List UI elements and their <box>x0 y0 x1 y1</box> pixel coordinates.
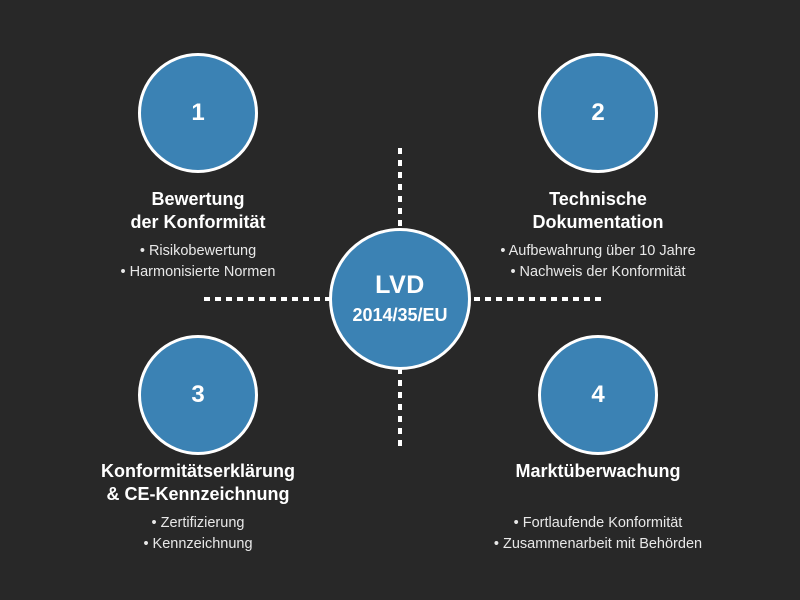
node-title-1: Bewertung der Konformität <box>130 189 266 232</box>
node-bullet-item: • Nachweis der Konformität <box>510 263 686 280</box>
node-number-2: 2 <box>591 99 605 126</box>
node-bullet-item: • Kennzeichnung <box>143 535 253 552</box>
node-circle-2[interactable]: 2 <box>538 53 658 173</box>
node-bullet-item: • Risikobewertung <box>139 242 257 259</box>
node-title-2: Technische Dokumentation <box>532 189 664 232</box>
node-bullet-item: • Zusammenarbeit mit Behörden <box>493 535 703 552</box>
node-bullet-item: • Zertifizierung <box>151 514 245 531</box>
node-bullets-3: • Zertifizierung • Kennzeichnung <box>48 513 348 555</box>
center-hub-title: LVD <box>375 270 425 299</box>
node-circle-4[interactable]: 4 <box>538 335 658 455</box>
connector-dashed-bottom <box>398 368 402 450</box>
node-bullet-item: • Harmonisierte Normen <box>120 263 276 280</box>
node-bullet-item: • Aufbewahrung über 10 Jahre <box>500 242 696 259</box>
node-number-4: 4 <box>591 381 605 408</box>
connector-dashed-left <box>204 297 332 301</box>
node-text-block-2: Technische Dokumentation • Aufbewahrung … <box>448 188 748 283</box>
node-text-block-4: Marktüberwachung • Fortlaufende Konformi… <box>448 460 748 555</box>
node-text-block-1: Bewertung der Konformität • Risikobewert… <box>48 188 348 283</box>
node-bullet-item: • Fortlaufende Konformität <box>513 514 683 531</box>
node-circle-1[interactable]: 1 <box>138 53 258 173</box>
center-hub-subtitle: 2014/35/EU <box>352 305 448 326</box>
node-title-4: Marktüberwachung <box>515 461 681 481</box>
node-title-3: Konformitätserklärung & CE-Kennzeichnung <box>100 461 296 504</box>
node-bullets-2: • Aufbewahrung über 10 Jahre • Nachweis … <box>448 241 748 283</box>
node-bullets-1: • Risikobewertung • Harmonisierte Normen <box>48 241 348 283</box>
node-number-1: 1 <box>191 99 205 126</box>
node-circle-3[interactable]: 3 <box>138 335 258 455</box>
node-number-3: 3 <box>191 381 205 408</box>
connector-dashed-right <box>474 297 602 301</box>
node-bullets-4: • Fortlaufende Konformität • Zusammenarb… <box>448 513 748 555</box>
node-text-block-3: Konformitätserklärung & CE-Kennzeichnung… <box>48 460 348 555</box>
center-hub-circle[interactable]: LVD 2014/35/EU <box>329 228 471 370</box>
connector-dashed-top <box>398 148 402 230</box>
